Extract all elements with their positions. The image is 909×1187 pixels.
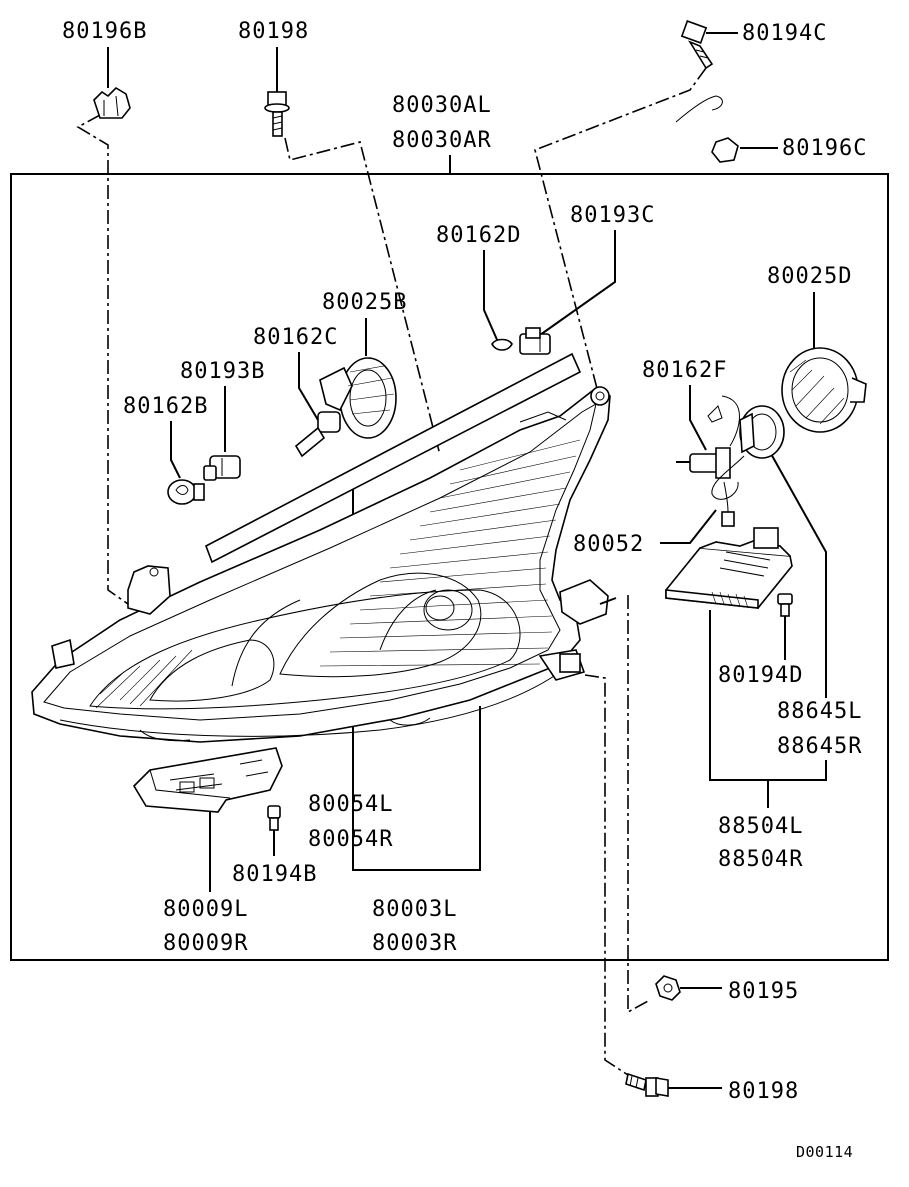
igniter-88645 — [711, 405, 785, 500]
nut-80196C — [675, 95, 739, 163]
cover-80025B — [319, 357, 397, 439]
label-80009L[interactable]: 80009L — [163, 897, 248, 922]
label-80194B[interactable]: 80194B — [232, 862, 317, 887]
label-80193B[interactable]: 80193B — [180, 359, 265, 384]
screw-80194B — [267, 805, 281, 831]
label-80194C[interactable]: 80194C — [742, 21, 827, 46]
label-80009R[interactable]: 80009R — [163, 931, 248, 956]
socket-80193C — [519, 327, 551, 355]
bolt-80198-top — [264, 91, 290, 137]
ballast-88504 — [665, 527, 793, 609]
label-80196B[interactable]: 80196B — [62, 19, 147, 44]
bracket-80009 — [132, 747, 283, 813]
label-80054R[interactable]: 80054R — [308, 827, 393, 852]
label-80054L[interactable]: 80054L — [308, 792, 393, 817]
label-80162B[interactable]: 80162B — [123, 394, 208, 419]
label-80196C[interactable]: 80196C — [782, 136, 867, 161]
screw-80194C — [680, 20, 714, 70]
label-88504R[interactable]: 88504R — [718, 847, 803, 872]
screw-80194D — [777, 593, 793, 617]
label-80052[interactable]: 80052 — [573, 532, 644, 557]
label-88504L[interactable]: 88504L — [718, 814, 803, 839]
label-80030AR[interactable]: 80030AR — [392, 128, 492, 153]
bulb-80162B — [167, 479, 205, 505]
label-80003R[interactable]: 80003R — [372, 931, 457, 956]
clip-80196B — [93, 86, 131, 119]
headlamp-body-80030A — [31, 386, 617, 743]
label-80162D[interactable]: 80162D — [436, 223, 521, 248]
cable-80052 — [721, 481, 735, 527]
label-80030AL[interactable]: 80030AL — [392, 93, 492, 118]
bulb-80162F — [676, 395, 740, 479]
diagram-id: D00114 — [796, 1143, 853, 1161]
bolt-80198-bottom — [625, 1072, 669, 1097]
trim-strip-80054 — [205, 352, 582, 564]
bulb-80162D — [491, 338, 513, 351]
label-80162C[interactable]: 80162C — [253, 325, 338, 350]
label-88645L[interactable]: 88645L — [777, 699, 862, 724]
install-lines — [76, 67, 707, 1076]
label-80025D[interactable]: 80025D — [767, 264, 852, 289]
socket-80193B — [203, 455, 241, 481]
cover-80025D — [781, 347, 867, 433]
label-80162F[interactable]: 80162F — [642, 358, 727, 383]
label-80003L[interactable]: 80003L — [372, 897, 457, 922]
label-80193C[interactable]: 80193C — [570, 203, 655, 228]
label-80194D[interactable]: 80194D — [718, 663, 803, 688]
label-80025B[interactable]: 80025B — [322, 290, 407, 315]
label-80198-top[interactable]: 80198 — [238, 19, 309, 44]
label-80198-bottom[interactable]: 80198 — [728, 1079, 799, 1104]
leader-lines — [107, 32, 827, 1089]
label-88645R[interactable]: 88645R — [777, 734, 862, 759]
label-80195[interactable]: 80195 — [728, 979, 799, 1004]
bulb-80162C — [294, 411, 341, 458]
nut-80195 — [655, 975, 681, 1001]
